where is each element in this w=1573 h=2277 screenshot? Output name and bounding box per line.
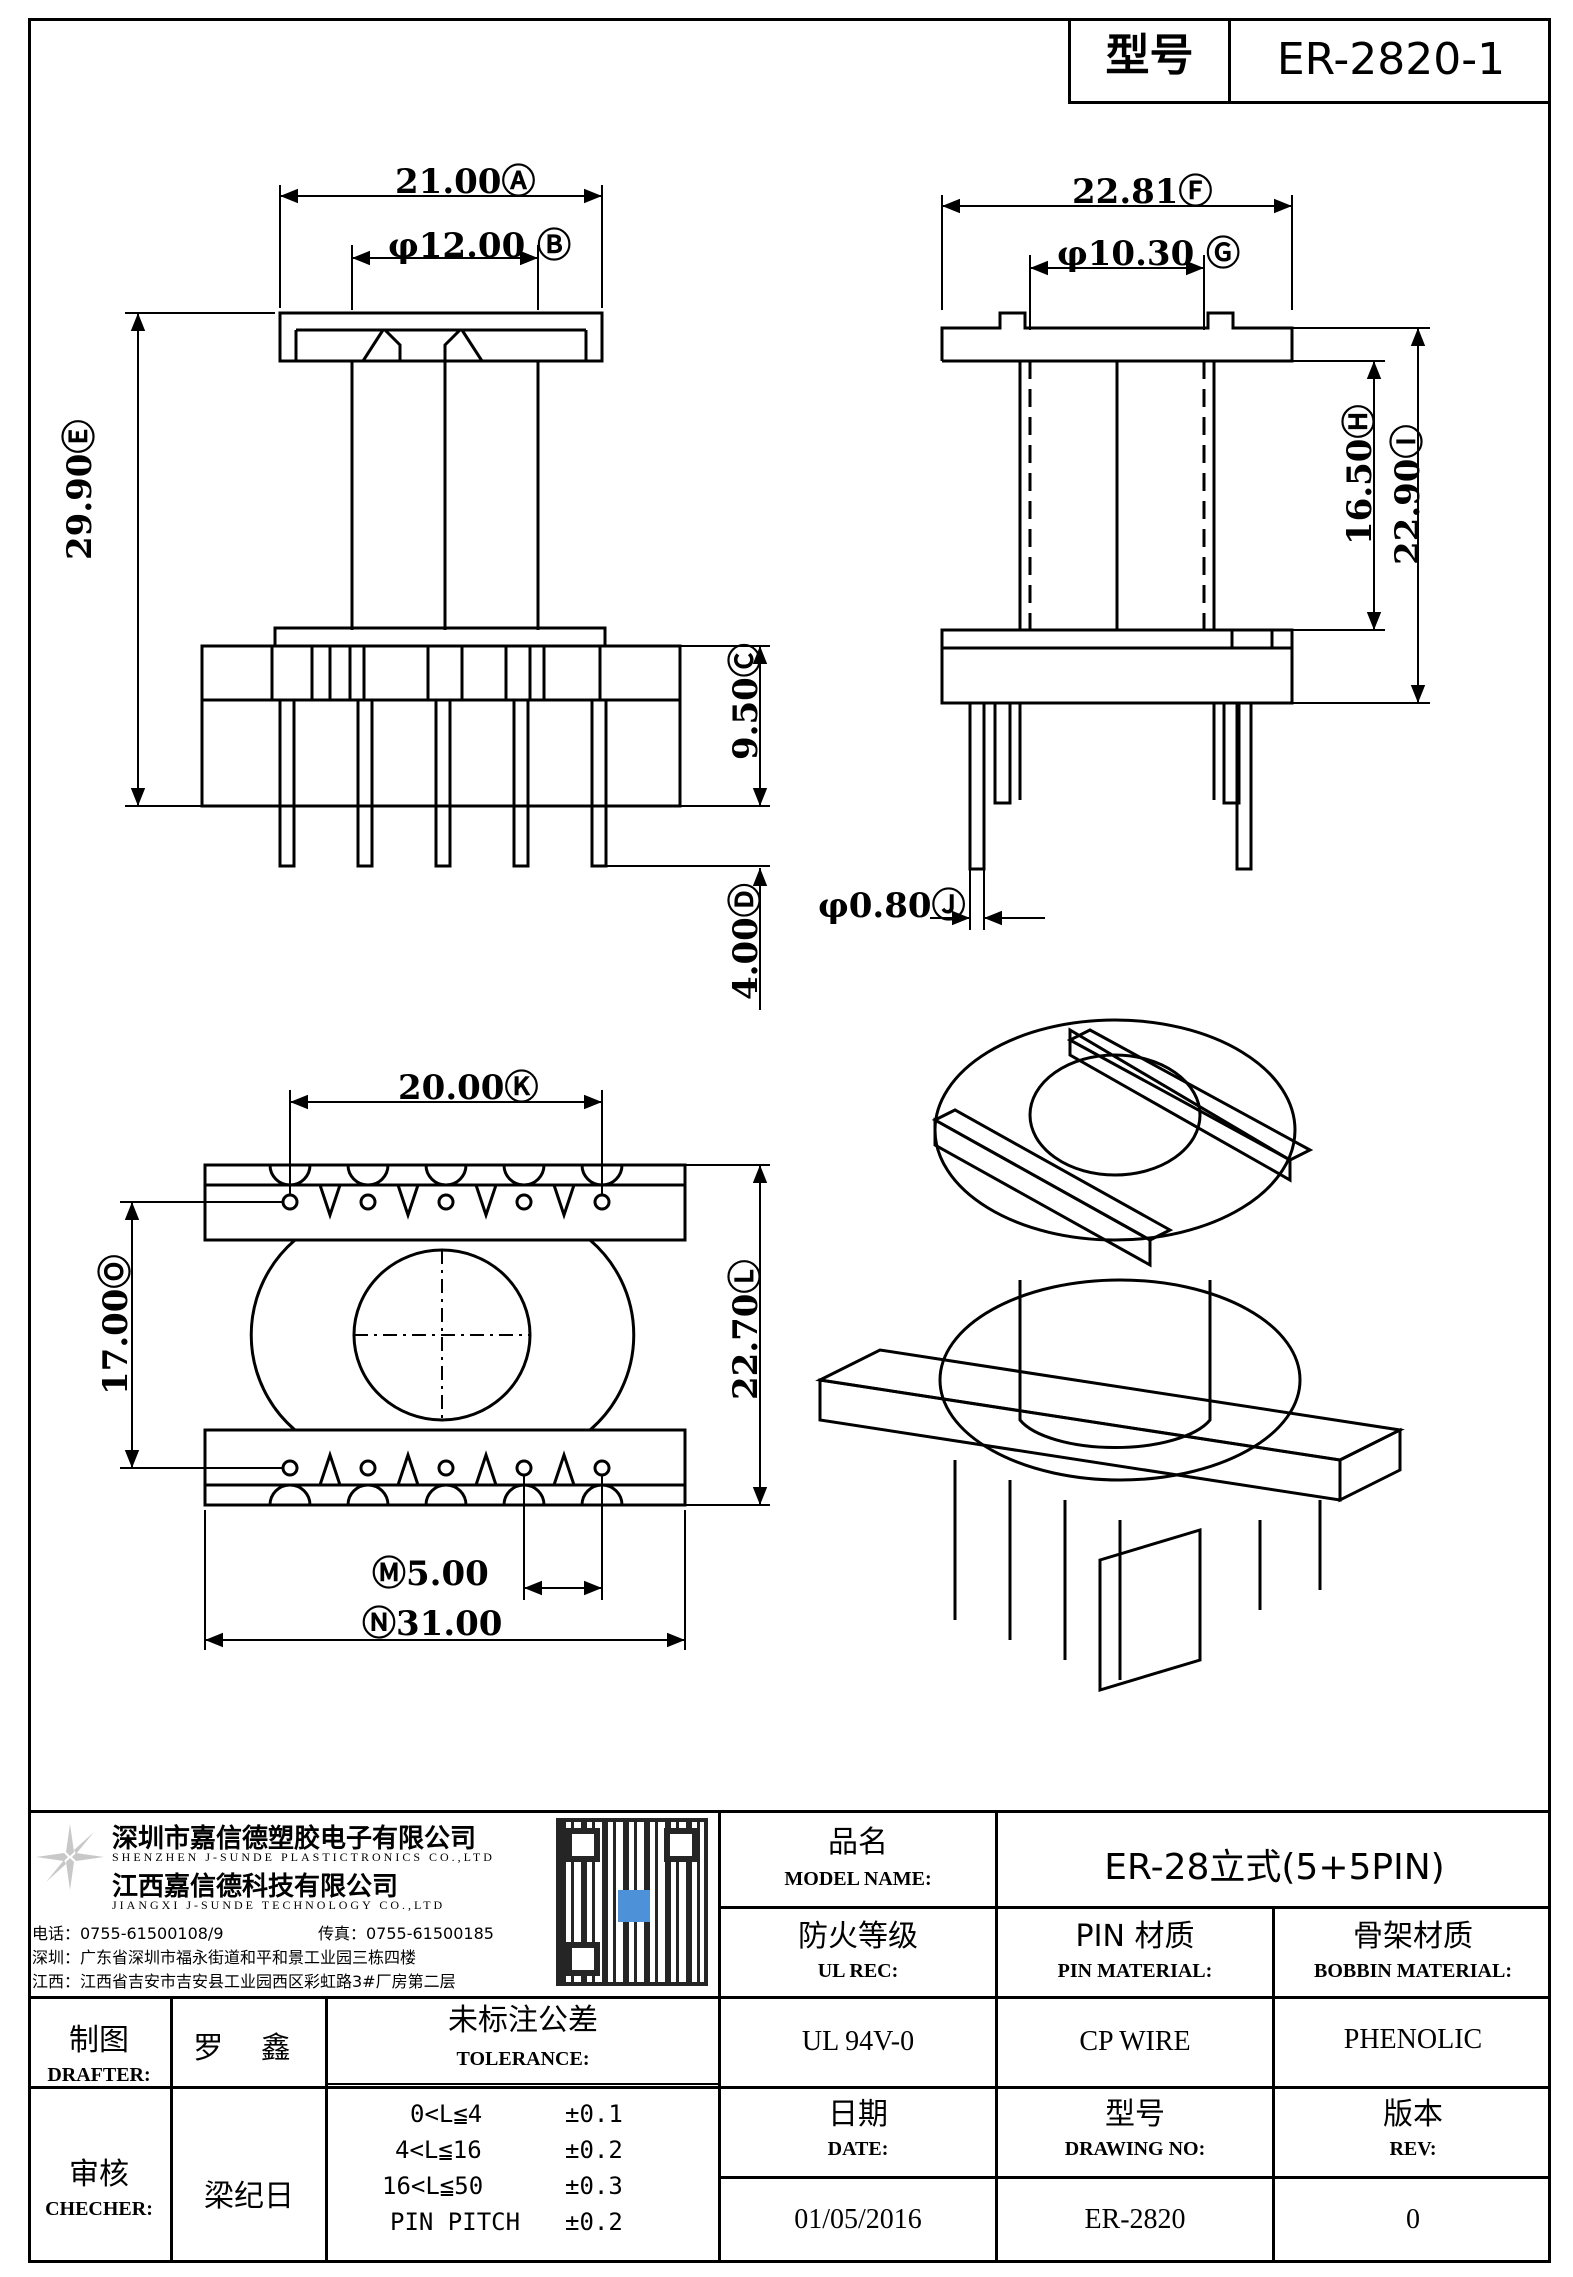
dim-a-label: 21.00Ⓐ xyxy=(395,162,536,202)
dim-e-label: 29.90Ⓔ xyxy=(60,419,100,560)
dim-h-label: 16.50Ⓗ xyxy=(1340,404,1380,545)
company-name-jx-en: JIANGXI J-SUNDE TECHNOLOGY CO.,LTD xyxy=(112,1898,446,1912)
front-view xyxy=(125,185,770,1010)
dim-b-label: φ12.00 Ⓑ xyxy=(388,226,572,266)
dim-k-label: 20.00Ⓚ xyxy=(398,1068,539,1108)
tolerance-cn: 未标注公差 xyxy=(448,2003,598,2038)
technical-drawing xyxy=(120,185,1430,1693)
dim-o-label: 17.00Ⓞ xyxy=(96,1254,136,1395)
date-en: DATE: xyxy=(827,2138,889,2160)
drafter-en: DRAFTER: xyxy=(47,2064,151,2086)
tolerance-range: 16<L≦50 xyxy=(382,2172,484,2200)
checker-en: CHECHER: xyxy=(45,2198,153,2220)
ul-rec-cn: 防火等级 xyxy=(798,1919,918,1954)
company-name-jx: 江西嘉信德科技有限公司 xyxy=(112,1872,399,1902)
dim-d-label: 4.00Ⓓ xyxy=(726,883,766,1000)
rev-value: 0 xyxy=(1406,2204,1420,2235)
dim-g-label: φ10.30 Ⓖ xyxy=(1057,234,1241,274)
model-name-cn: 品名 xyxy=(828,1825,888,1860)
tolerance-value: ±0.2 xyxy=(565,2208,623,2236)
dim-c-label: 9.50Ⓒ xyxy=(726,643,766,760)
dim-n-label: Ⓝ31.00 xyxy=(362,1604,503,1644)
tolerance-range: 4<L≦16 xyxy=(395,2136,482,2164)
tolerance-value: ±0.3 xyxy=(565,2172,623,2200)
company-name-sz: 深圳市嘉信德塑胶电子有限公司 xyxy=(112,1824,477,1854)
date-value: 01/05/2016 xyxy=(794,2204,922,2235)
pin-material-value: CP WIRE xyxy=(1079,2026,1191,2057)
model-name-value: ER-28立式(5+5PIN) xyxy=(1104,1847,1445,1888)
tolerance-value: ±0.2 xyxy=(565,2136,623,2164)
date-cn: 日期 xyxy=(828,2097,888,2132)
company-fax: 传真：0755-61500185 xyxy=(318,1924,494,1943)
drawing-frame xyxy=(28,18,1551,2263)
checker-cn: 审核 xyxy=(69,2157,129,2192)
tolerance-range: 0<L≦4 xyxy=(410,2100,483,2128)
drafter-cn: 制图 xyxy=(69,2023,129,2058)
rev-cn: 版本 xyxy=(1383,2097,1443,2132)
company-logo xyxy=(34,1822,106,1892)
dim-m-label: Ⓜ5.00 xyxy=(372,1554,489,1594)
qr-code xyxy=(556,1818,708,1986)
model-name-en: MODEL NAME: xyxy=(784,1868,932,1890)
bobbin-material-value: PHENOLIC xyxy=(1343,2024,1483,2055)
rev-en: REV: xyxy=(1389,2138,1437,2160)
dim-f-label: 22.81Ⓕ xyxy=(1072,172,1213,212)
drafter-value: 罗 鑫 xyxy=(193,2031,305,2066)
bottom-view xyxy=(120,1090,770,1650)
checker-value: 梁纪日 xyxy=(204,2179,294,2214)
tolerance-value: ±0.1 xyxy=(565,2100,623,2128)
header-model-value: ER-2820-1 xyxy=(1276,34,1506,85)
tolerance-en: TOLERANCE: xyxy=(456,2048,590,2070)
drawing-no-en: DRAWING NO: xyxy=(1064,2138,1206,2160)
company-address-jx: 江西：江西省吉安市吉安县工业园西区彩虹路3#厂房第二层 xyxy=(32,1972,456,1991)
drawing-no-value: ER-2820 xyxy=(1084,2204,1186,2235)
ul-rec-value: UL 94V-0 xyxy=(801,2026,915,2057)
drawing-no-cn: 型号 xyxy=(1105,2097,1165,2132)
company-name-sz-en: SHENZHEN J-SUNDE PLASTICTRONICS CO.,LTD xyxy=(112,1850,495,1864)
company-address-sz: 深圳：广东省深圳市福永街道和平和景工业园三栋四楼 xyxy=(32,1948,417,1967)
pin-material-cn: PIN 材质 xyxy=(1075,1919,1195,1954)
dim-l-label: 22.70Ⓛ xyxy=(726,1259,766,1400)
tolerance-range: PIN PITCH xyxy=(390,2208,521,2236)
bobbin-material-cn: 骨架材质 xyxy=(1353,1919,1473,1954)
company-phone: 电话：0755-61500108/9 xyxy=(32,1924,224,1943)
side-view xyxy=(930,195,1430,930)
dim-j-label: φ0.80Ⓙ xyxy=(818,886,966,926)
bobbin-material-en: BOBBIN MATERIAL: xyxy=(1314,1960,1512,1982)
pin-material-en: PIN MATERIAL: xyxy=(1057,1960,1213,1982)
ul-rec-en: UL REC: xyxy=(817,1960,899,1982)
isometric-view xyxy=(815,1018,1405,1693)
dim-i-label: 22.90Ⓘ xyxy=(1388,424,1428,565)
header-model-label: 型号 xyxy=(1105,30,1194,81)
